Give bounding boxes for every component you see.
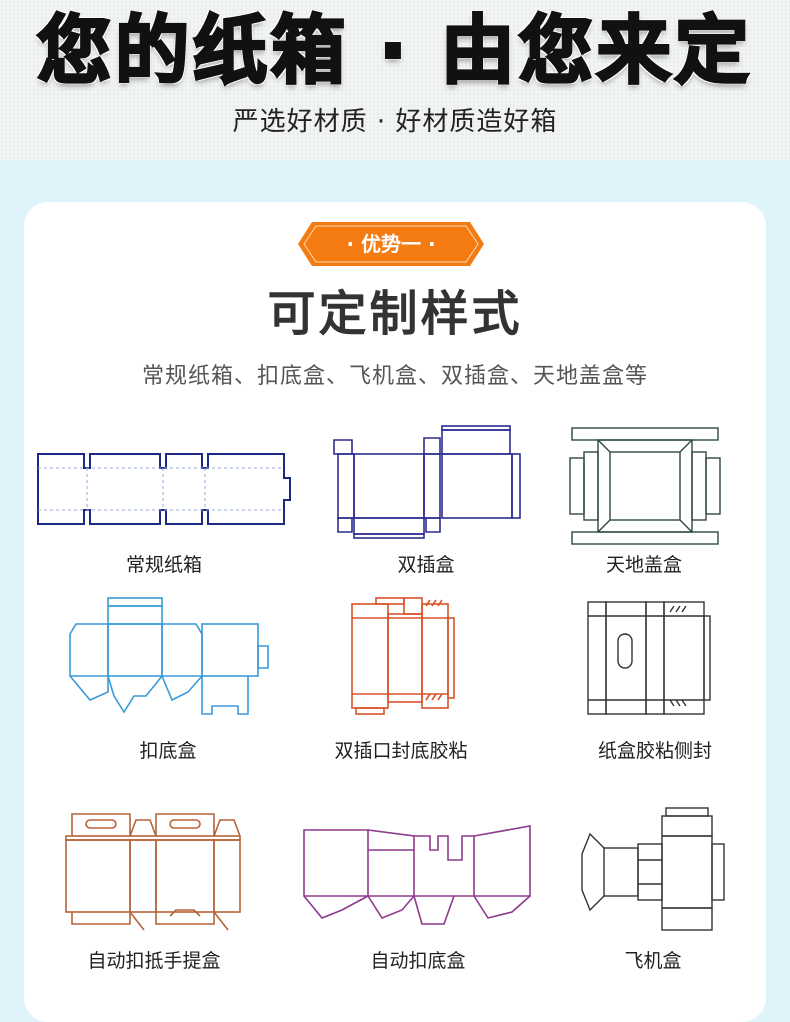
header-banner: 您的纸箱 · 由您来定 严选好材质 · 好材质造好箱 [0, 0, 790, 160]
section-description: 常规纸箱、扣底盒、飞机盒、双插盒、天地盖盒等 [141, 364, 648, 389]
badge-shape [298, 222, 484, 266]
main-subtitle: 严选好材质 · 好材质造好箱 [232, 107, 558, 137]
box-type-lock-bottom: 扣底盒 [62, 596, 274, 766]
box-label-double-tuck: 双插盒 [397, 554, 455, 576]
box-label-lid-base: 天地盖盒 [605, 554, 682, 576]
box-type-auto-lock-bottom: 自动扣底盒 [302, 820, 534, 976]
tuck-glue-bottom-dieline-icon [351, 597, 455, 715]
box-label-regular-carton: 常规纸箱 [125, 554, 202, 576]
box-label-mailer-box: 飞机盒 [624, 950, 682, 972]
content-card [24, 202, 766, 1022]
box-label-side-glue: 纸盒胶粘侧封 [597, 740, 712, 762]
box-label-lock-bottom: 扣底盒 [139, 740, 197, 762]
box-type-handle-box: 自动扣抵手提盒 [64, 806, 244, 976]
mailer-box-dieline-icon [581, 807, 725, 931]
box-type-side-glue: 纸盒胶粘侧封 [580, 596, 730, 766]
box-label-handle-box: 自动扣抵手提盒 [87, 950, 221, 972]
side-glue-box-dieline-icon [587, 601, 711, 715]
main-title: 您的纸箱 · 由您来定 [36, 7, 753, 96]
box-label-tuck-glue-bottom: 双插口封底胶粘 [334, 740, 468, 762]
badge-label: · 优势一 · [346, 232, 436, 256]
advantage-badge: · 优势一 · [298, 222, 484, 266]
auto-lock-bottom-dieline-icon [303, 825, 531, 925]
section-title: 可定制样式 [267, 286, 523, 342]
regular-carton-dieline-icon [37, 453, 291, 525]
box-type-double-tuck: 双插盒 [330, 424, 522, 578]
box-label-auto-lock-bottom: 自动扣底盒 [370, 950, 466, 972]
double-tuck-box-dieline-icon [333, 425, 521, 539]
lock-bottom-box-dieline-icon [69, 597, 269, 715]
lid-base-box-dieline-icon [569, 427, 721, 545]
box-type-mailer-box: 飞机盒 [578, 806, 728, 976]
box-type-lid-base: 天地盖盒 [566, 424, 722, 578]
box-type-regular-carton: 常规纸箱 [36, 448, 292, 578]
box-type-tuck-glue-bottom: 双插口封底胶粘 [326, 596, 476, 766]
handle-box-dieline-icon [65, 813, 241, 931]
